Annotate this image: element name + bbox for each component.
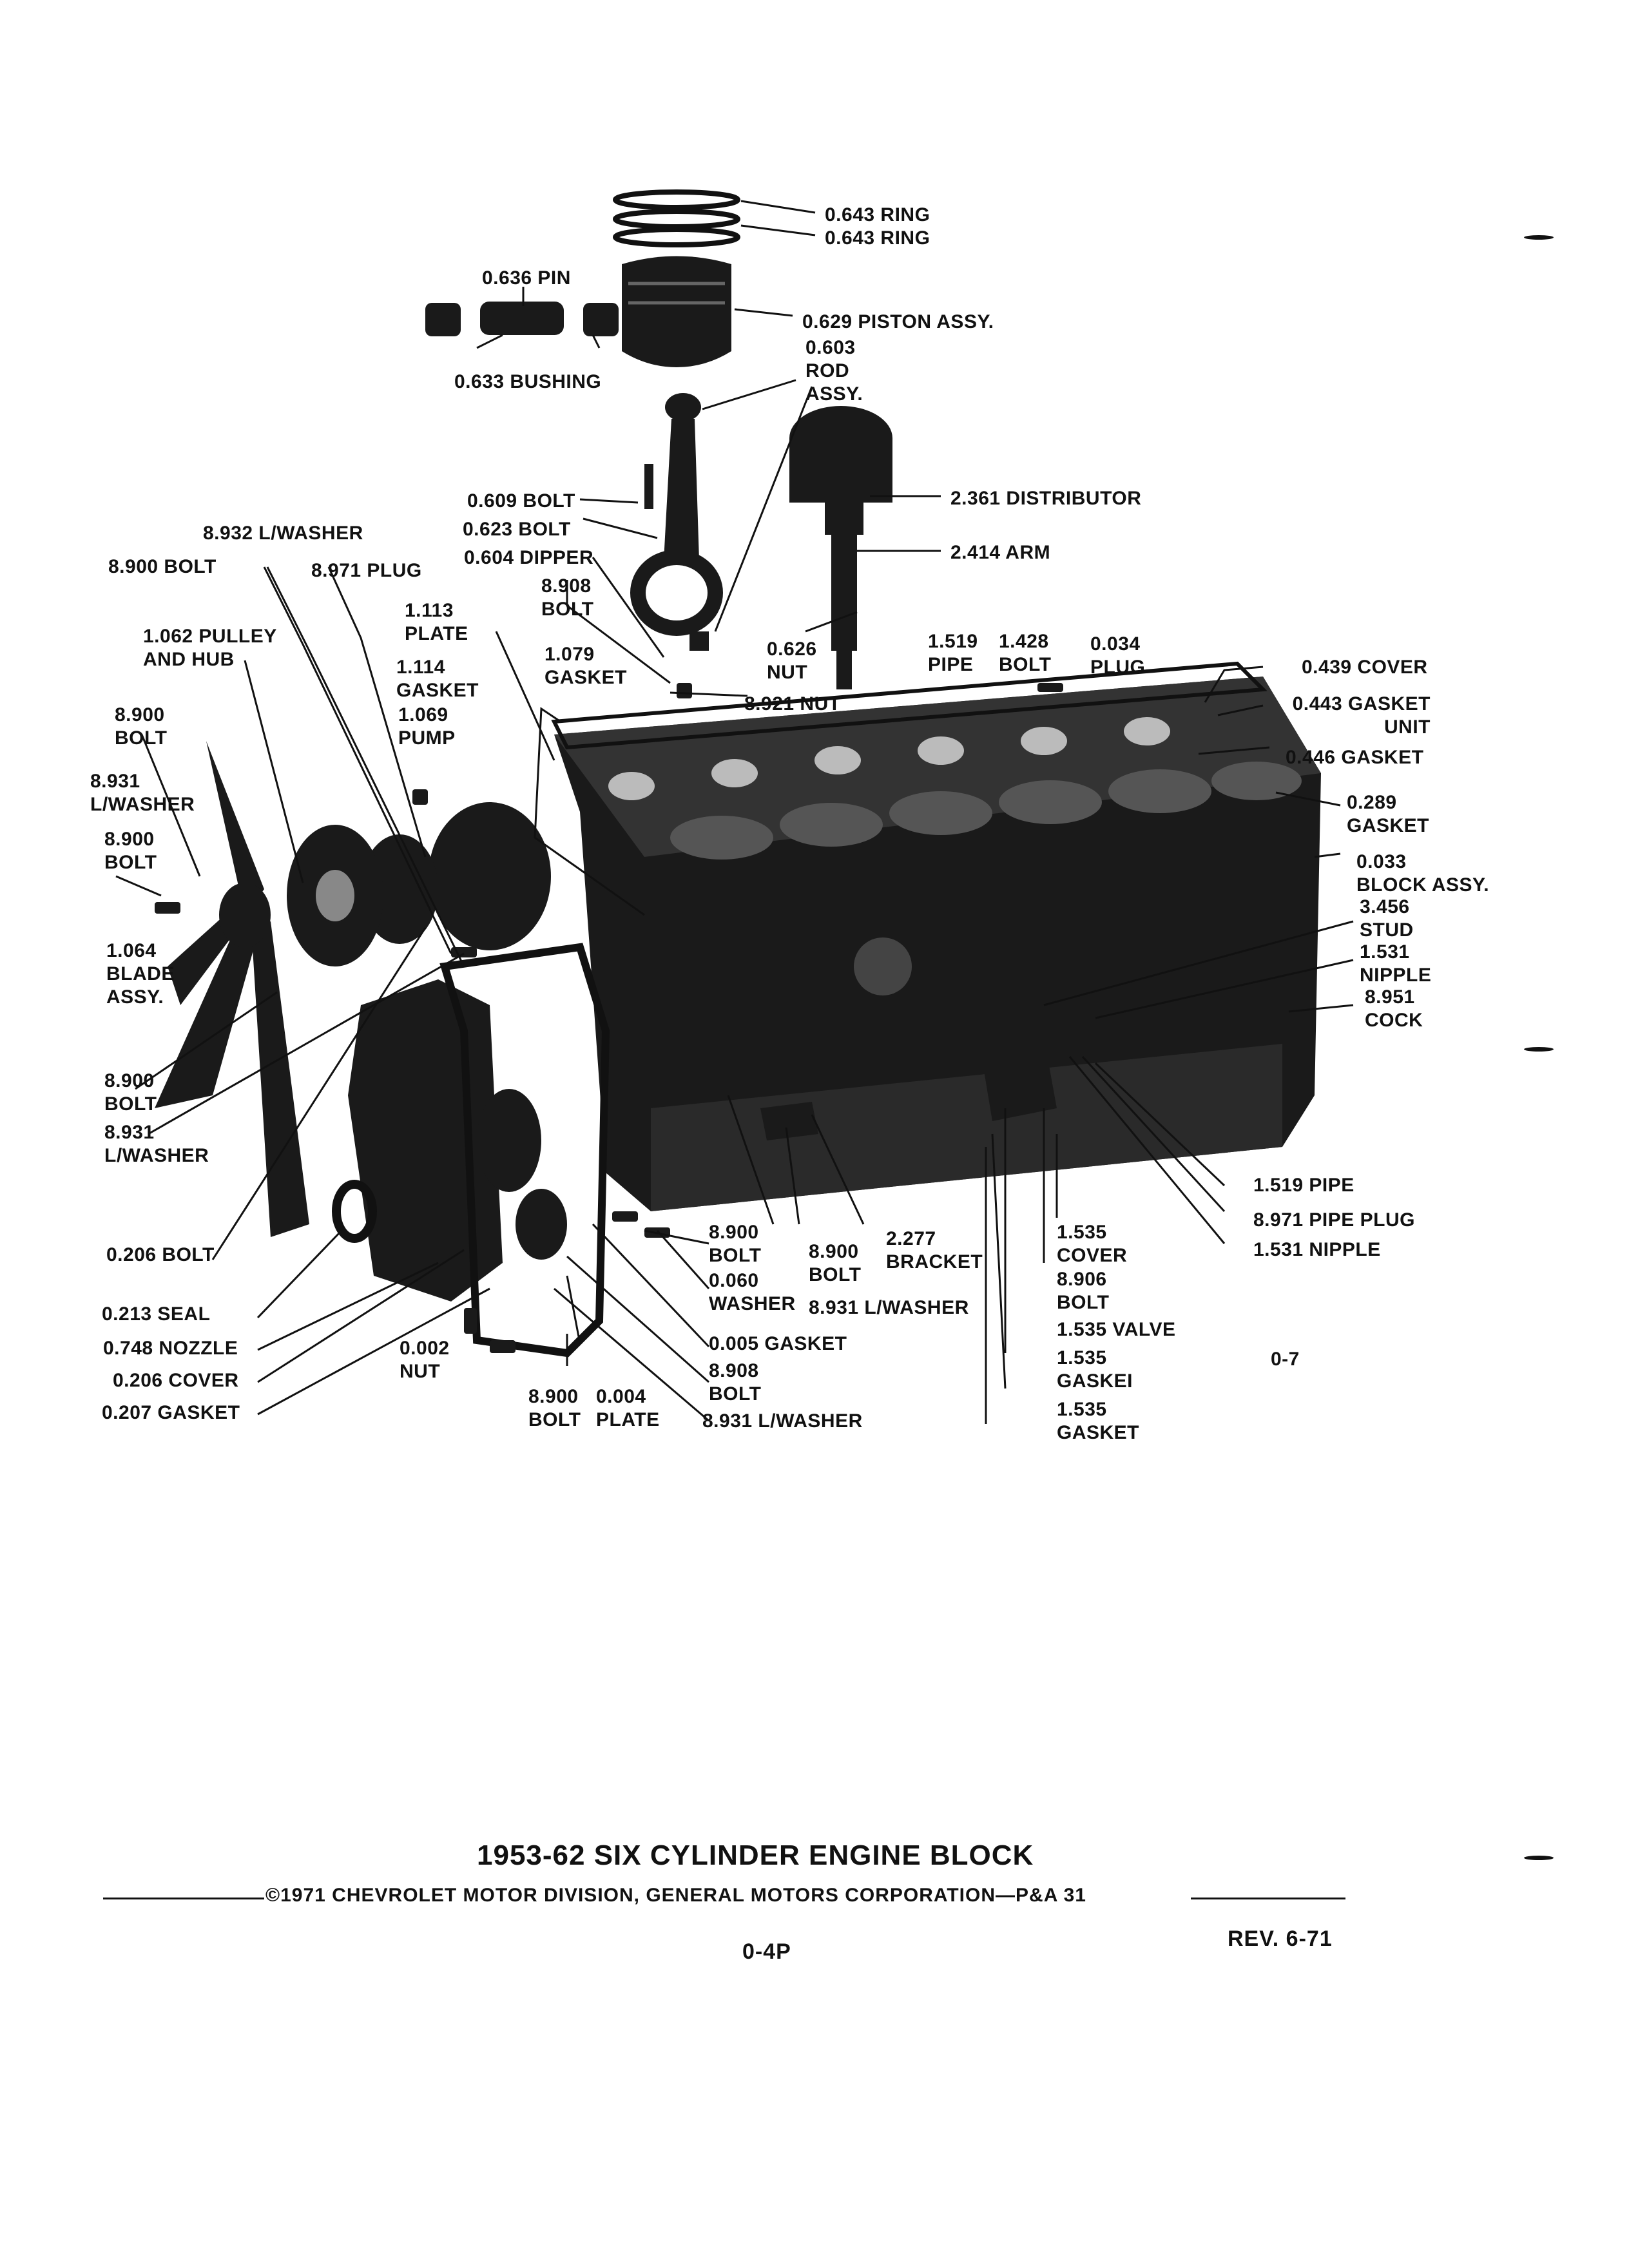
label-pipe-1519: 1.519 PIPE — [928, 631, 978, 675]
label-plate-1113: 1.113 PLATE — [405, 600, 468, 644]
distributor-drawing — [789, 406, 892, 689]
label-bolt-8900-f: 8.900 BOLT — [809, 1241, 862, 1285]
label-washer-060: 0.060 WASHER — [709, 1270, 796, 1314]
revision-label: REV. 6-71 — [1228, 1927, 1333, 1951]
label-gasket-1079: 1.079 GASKET — [545, 644, 628, 688]
label-bushing: 0.633 BUSHING — [454, 371, 602, 392]
footer-rule-right — [1191, 1898, 1345, 1899]
label-lwasher-8931-c: 8.931 L/WASHER — [809, 1297, 969, 1318]
label-cover-1535: 1.535 COVER — [1057, 1222, 1128, 1266]
copyright-line: ©1971 CHEVROLET MOTOR DIVISION, GENERAL … — [265, 1885, 1086, 1906]
label-gasket-1535-b: 1.535 GASKET — [1057, 1399, 1140, 1443]
label-lwasher-8931-d: 8.931 L/WASHER — [702, 1410, 863, 1432]
engine-block-drawing — [554, 677, 1321, 1211]
label-bolt-8900-a: 8.900 BOLT — [108, 556, 217, 577]
label-bolt-8908: 8.908 BOLT — [541, 575, 594, 620]
label-plate-004: 0.004 PLATE — [596, 1386, 660, 1430]
label-bolt-8900-c: 8.900 BOLT — [104, 829, 157, 873]
small-bolts-drawing — [155, 683, 1063, 1353]
label-gasket-443: 0.443 GASKET UNIT — [1292, 693, 1431, 738]
piston-drawing — [622, 256, 731, 367]
label-bolt-1428: 1.428 BOLT — [999, 631, 1052, 675]
connecting-rod-drawing — [630, 393, 723, 651]
binder-mark — [1524, 1856, 1554, 1860]
head-gasket-drawing — [551, 661, 1268, 750]
piston-rings-drawing — [613, 189, 740, 247]
label-gasket-289: 0.289 GASKET — [1347, 792, 1430, 836]
label-bolt-8900-d: 8.900 BOLT — [104, 1070, 157, 1115]
water-pump-drawing — [287, 802, 551, 966]
label-bolt-8908-b: 8.908 BOLT — [709, 1360, 762, 1405]
label-pipe-1519-b: 1.519 PIPE — [1253, 1175, 1354, 1196]
label-dipper: 0.604 DIPPER — [464, 547, 594, 568]
page-number: 0-4P — [742, 1939, 791, 1964]
footer-rule-left — [103, 1898, 264, 1899]
label-gasket-207: 0.207 GASKET — [102, 1402, 240, 1423]
page-title: 1953-62 SIX CYLINDER ENGINE BLOCK — [477, 1840, 1034, 1871]
label-valve: 1.535 VALVE — [1057, 1319, 1176, 1340]
label-stud: 3.456 STUD — [1360, 896, 1414, 941]
timing-cover-drawing — [348, 943, 610, 1358]
label-nut-8921: 8.921 NUT — [744, 693, 841, 715]
label-lwasher-8931-a: 8.931 L/WASHER — [90, 771, 195, 815]
label-nipple-1531-a: 1.531 NIPPLE — [1360, 941, 1432, 986]
binder-mark — [1524, 1047, 1554, 1052]
label-nipple-1531-b: 1.531 NIPPLE — [1253, 1239, 1381, 1260]
pin-bushing-drawing — [425, 302, 619, 336]
label-pump-1069: 1.069 PUMP — [398, 704, 456, 749]
label-bolt-8906: 8.906 BOLT — [1057, 1269, 1110, 1313]
leader-lines — [115, 200, 1354, 1424]
label-bolt-8900-g: 8.900 BOLT — [528, 1386, 581, 1430]
label-bolt-8900-e: 8.900 BOLT — [709, 1222, 762, 1266]
label-plug-8971: 8.971 PLUG — [311, 560, 422, 581]
label-cock: 8.951 COCK — [1365, 986, 1423, 1031]
oil-fittings-drawing — [760, 992, 1276, 1140]
label-nut-002: 0.002 NUT — [400, 1338, 450, 1382]
label-nut-626: 0.626 NUT — [767, 639, 817, 683]
label-bolt-609: 0.609 BOLT — [467, 490, 575, 512]
label-arm: 2.414 ARM — [950, 542, 1051, 563]
label-cover-206: 0.206 COVER — [113, 1370, 239, 1391]
label-plug-034: 0.034 PLUG — [1090, 633, 1146, 678]
label-seal: 0.213 SEAL — [102, 1303, 211, 1325]
label-piston-assy: 0.629 PISTON ASSY. — [802, 311, 994, 332]
label-figure-number: 0-7 — [1271, 1349, 1300, 1370]
label-nozzle: 0.748 NOZZLE — [103, 1338, 238, 1359]
label-block-assy: 0.033 BLOCK ASSY. — [1356, 851, 1490, 896]
seal-drawing — [332, 1180, 377, 1243]
label-lwasher-8931-b: 8.931 L/WASHER — [104, 1122, 209, 1166]
label-bolt-8900-b: 8.900 BOLT — [115, 704, 168, 749]
label-blade-assy: 1.064 BLADE ASSY. — [106, 940, 175, 1008]
label-bracket: 2.277 BRACKET — [886, 1228, 983, 1273]
label-lwasher-8932: 8.932 L/WASHER — [203, 523, 363, 544]
label-gasket-005: 0.005 GASKET — [709, 1333, 847, 1354]
label-pin: 0.636 PIN — [482, 267, 571, 289]
label-distributor: 2.361 DISTRIBUTOR — [950, 488, 1142, 509]
label-gasket-446: 0.446 GASKET — [1286, 747, 1424, 768]
label-rod-assy: 0.603 ROD ASSY. — [805, 337, 863, 405]
label-bolt-623: 0.623 BOLT — [463, 519, 571, 540]
label-bolt-206: 0.206 BOLT — [106, 1244, 215, 1265]
label-pulley-hub: 1.062 PULLEY AND HUB — [143, 626, 277, 670]
label-gasket-1535-a: 1.535 GASKEI — [1057, 1347, 1133, 1392]
binder-mark — [1524, 235, 1554, 240]
label-pipe-plug: 8.971 PIPE PLUG — [1253, 1209, 1415, 1231]
label-gasket-1114: 1.114 GASKET — [396, 657, 479, 701]
label-ring-1: 0.643 RING — [825, 204, 930, 226]
label-ring-2: 0.643 RING — [825, 227, 930, 249]
label-cover-439: 0.439 COVER — [1302, 657, 1428, 678]
